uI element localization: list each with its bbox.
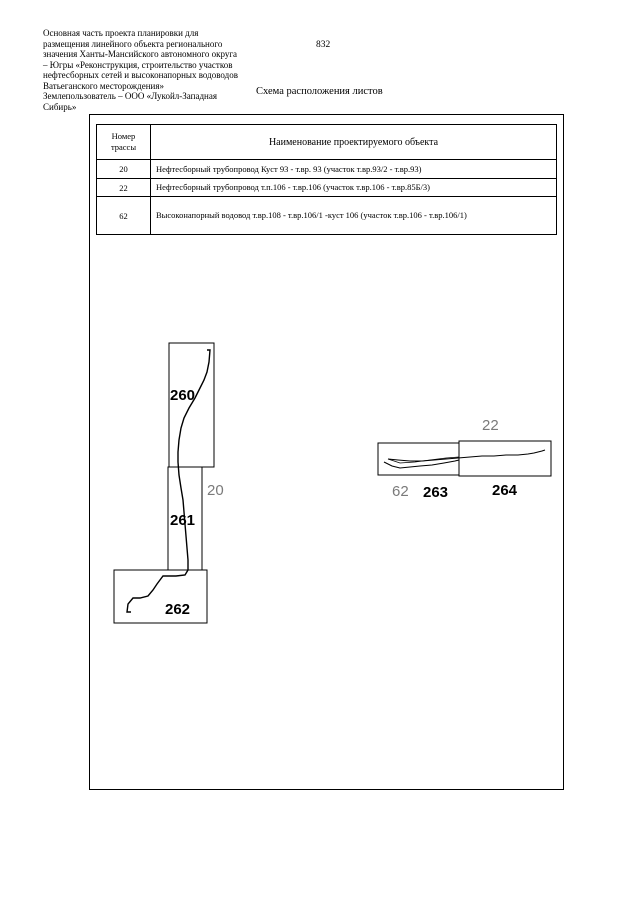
header-line: значения Ханты-Мансийского автономного о… — [43, 49, 238, 59]
route-label-20: 20 — [207, 482, 224, 499]
table-row: 62 Высоконапорный водовод т.вр.108 - т.в… — [96, 196, 557, 235]
scheme-title: Схема расположения листов — [256, 86, 383, 97]
sheet-frame-262 — [113, 569, 208, 624]
table-header-row: Номер трассы Наименование проектируемого… — [96, 124, 557, 160]
header-line: Основная часть проекта планировки для — [43, 28, 199, 38]
header-line: – Югры «Реконструкция, строительство уча… — [43, 59, 233, 70]
route-number-cell: 62 — [96, 196, 151, 235]
sheet-label-263: 263 — [423, 484, 448, 501]
route-22-line — [387, 456, 460, 464]
route-label-22: 22 — [482, 417, 499, 434]
header-line: Сибирь» — [43, 101, 77, 112]
header-line: размещения линейного объекта регионально… — [43, 38, 223, 49]
header-line: Землепользователь – ООО «Лукойл-Западная — [43, 91, 217, 101]
sheet-label-261: 261 — [170, 512, 195, 529]
table-row: 22 Нефтесборный трубопровод т.п.106 - т.… — [96, 178, 557, 197]
sheet-label-262: 262 — [165, 601, 190, 618]
route-label-62: 62 — [392, 483, 409, 500]
header-line: Ватьеганского месторождения» — [43, 80, 164, 91]
header-line: нефтесборных сетей и высоконапорных водо… — [43, 70, 238, 80]
route-20-line — [126, 349, 211, 613]
column-header-name: Наименование проектируемого объекта — [150, 124, 557, 160]
objects-table: Номер трассы Наименование проектируемого… — [96, 124, 557, 235]
sheet-frame-264 — [458, 440, 552, 477]
page-number: 832 — [316, 40, 331, 50]
sheet-label-264: 264 — [492, 482, 518, 499]
drawing-frame — [89, 114, 564, 790]
table-row: 20 Нефтесборный трубопровод Куст 93 - т.… — [96, 159, 557, 179]
header-block: Основная часть проекта планировки для ра… — [43, 28, 293, 112]
route-62-line — [383, 459, 460, 469]
object-name-cell: Высоконапорный водовод т.вр.108 - т.вр.1… — [150, 196, 557, 235]
route-22-line — [387, 449, 546, 462]
sheet-label-260: 260 — [170, 387, 195, 404]
